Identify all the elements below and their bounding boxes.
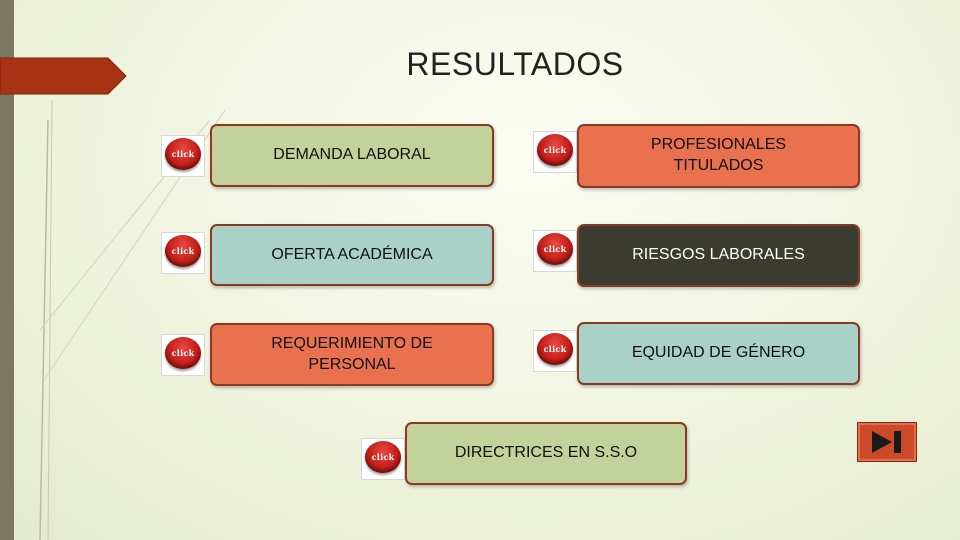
click-button-equidad[interactable]: click [533, 330, 577, 372]
red-button-icon: click [165, 235, 201, 267]
title-arrow-banner [0, 56, 128, 96]
red-button-icon: click [537, 333, 573, 365]
box-oferta-academica[interactable]: OFERTA ACADÉMICA [210, 224, 494, 286]
box-label: OFERTA ACADÉMICA [271, 245, 432, 266]
click-button-requerimiento[interactable]: click [161, 334, 205, 376]
box-demanda-laboral[interactable]: DEMANDA LABORAL [210, 124, 494, 187]
box-label: DIRECTRICES EN S.S.O [455, 443, 637, 464]
box-riesgos-laborales[interactable]: RIESGOS LABORALES [577, 224, 860, 287]
skip-to-end-icon [858, 423, 916, 461]
box-label: DEMANDA LABORAL [273, 145, 430, 166]
red-button-icon: click [537, 134, 573, 166]
click-button-profesionales[interactable]: click [533, 131, 577, 173]
click-button-oferta[interactable]: click [161, 232, 205, 274]
red-button-icon: click [165, 138, 201, 170]
box-equidad-genero[interactable]: EQUIDAD DE GÉNERO [577, 322, 860, 385]
click-button-riesgos[interactable]: click [533, 230, 577, 272]
click-button-demanda[interactable]: click [161, 135, 205, 177]
red-button-icon: click [365, 441, 401, 473]
red-button-icon: click [537, 233, 573, 265]
red-button-icon: click [165, 337, 201, 369]
box-label: RIESGOS LABORALES [632, 245, 805, 266]
skip-to-end-button[interactable] [857, 422, 917, 462]
box-label: EQUIDAD DE GÉNERO [632, 343, 805, 364]
click-button-directrices[interactable]: click [361, 438, 405, 480]
box-directrices-sso[interactable]: DIRECTRICES EN S.S.O [405, 422, 687, 485]
page-title: RESULTADOS [300, 46, 730, 83]
